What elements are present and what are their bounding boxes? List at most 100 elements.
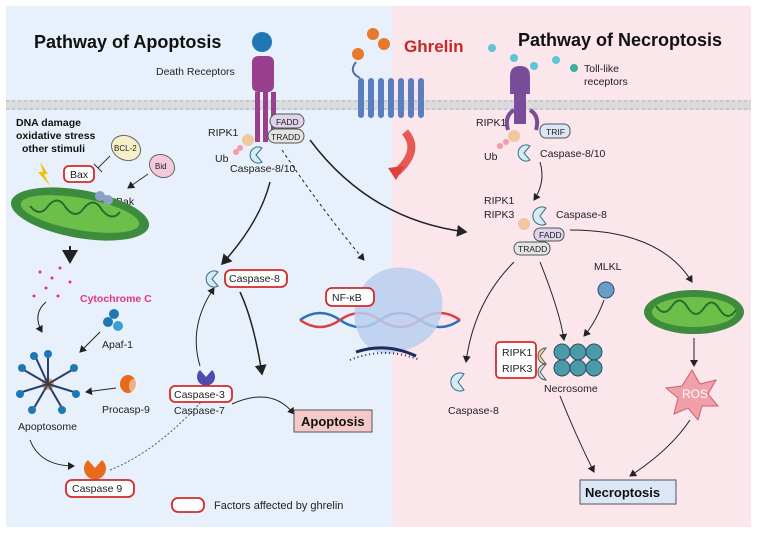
receptor-to-complex-arrow xyxy=(309,139,468,237)
complex-fadd-label: FADD xyxy=(539,230,562,240)
apoptosome-label: Apoptosome xyxy=(18,421,77,433)
cytochrome-c-label: Cytochrome C xyxy=(80,293,152,305)
mlkl-to-necrosome-arrow xyxy=(583,299,605,337)
nfkb-highlight-box xyxy=(325,287,375,307)
caspase7-label: Caspase-7 xyxy=(174,405,225,417)
complex-fadd-box xyxy=(533,227,565,242)
caspase-8-10-left-label: Caspase-8/10 xyxy=(230,163,296,175)
legend-label: Factors affected by ghrelin xyxy=(214,500,343,512)
nfkb-label: NF-κB xyxy=(332,292,362,304)
apoptosis-title: Pathway of Apoptosis xyxy=(34,32,221,52)
toll-like-receptor-icon xyxy=(488,44,560,131)
cytc-arrow xyxy=(35,301,47,333)
bid-to-bak-arrow xyxy=(127,173,149,189)
caspase9-label: Caspase 9 xyxy=(72,483,122,495)
mlkl-icon xyxy=(597,281,615,299)
caspase8-highlight-box xyxy=(224,269,288,288)
bax-label: Bax xyxy=(70,169,89,181)
casp8-to-apoptosis-arrow xyxy=(239,291,267,376)
cytochrome-dots xyxy=(32,266,72,298)
tlr-to-complex-arrow xyxy=(533,161,543,201)
death-receptors-label: Death Receptors xyxy=(156,66,235,78)
stimuli-line-1: DNA damage xyxy=(16,117,81,129)
caspase9-icon xyxy=(84,460,107,480)
ros-label: ROS xyxy=(682,387,708,401)
apoptosome-to-casp9-arrow xyxy=(29,439,75,470)
mitochondrion-right-icon xyxy=(644,290,744,334)
bax-highlight-box xyxy=(63,165,95,183)
necrosome-icon xyxy=(537,343,603,381)
complex-ripk1-label: RIPK1 xyxy=(484,195,515,207)
necroptosis-title: Pathway of Necroptosis xyxy=(518,30,722,50)
casp3-to-casp8-arrow xyxy=(195,287,215,367)
casp3-to-apoptosis-arrow xyxy=(231,396,295,415)
fadd-label: FADD xyxy=(276,117,299,127)
caspase-8-10-right-label: Caspase-8/10 xyxy=(540,148,606,160)
caspase9-highlight-box xyxy=(65,479,135,498)
apaf1-label: Apaf-1 xyxy=(102,339,133,351)
necro-ripk1-label: RIPK1 xyxy=(502,347,533,359)
stimuli-line-2: oxidative stress xyxy=(16,130,96,142)
ros-icon xyxy=(664,369,720,422)
complex-ripk3-label: RIPK3 xyxy=(484,209,515,221)
apoptosome-icon xyxy=(16,350,80,414)
tlr-label-1: Toll-like xyxy=(584,63,619,75)
complex-to-casp8-arrow xyxy=(462,261,515,363)
caspase8-10-right-icon xyxy=(517,144,531,162)
stimuli-line-3: other stimuli xyxy=(22,143,85,155)
necroptosis-box xyxy=(579,479,677,505)
legend-swatch xyxy=(171,497,205,513)
ub-left-icon xyxy=(233,149,239,155)
necrosome-label: Necrosome xyxy=(544,383,598,395)
necro-ripk-highlight-box xyxy=(495,341,537,379)
bcl2-icon xyxy=(110,134,142,162)
complex-tradd-label: TRADD xyxy=(518,244,547,254)
apoptosis-label: Apoptosis xyxy=(301,414,365,429)
necroptosis-panel xyxy=(392,6,751,527)
ghrelin-molecules xyxy=(352,28,390,60)
bcl2-inhibit-line xyxy=(97,155,111,169)
apoptosis-box xyxy=(293,409,373,433)
tradd-label: TRADD xyxy=(271,132,300,142)
necrosome-to-necroptosis-arrow xyxy=(559,395,595,473)
necroptosis-label: Necroptosis xyxy=(585,485,660,500)
nfkb-protein-icon xyxy=(349,267,443,361)
caspase3-label: Caspase-3 xyxy=(174,389,225,401)
complex-ripk-icon xyxy=(518,218,530,230)
complex-caspase8-label: Caspase-8 xyxy=(556,209,607,221)
bid-icon xyxy=(148,153,176,179)
complex-to-necrosome-arrow xyxy=(539,261,568,341)
procasp9-icon xyxy=(120,375,139,393)
caspase3-icon xyxy=(197,370,216,386)
caspase8-10-left-icon xyxy=(249,146,263,164)
complex-tradd-box xyxy=(513,241,551,256)
lightning-icon xyxy=(38,162,50,186)
ripk1-right-label: RIPK1 xyxy=(476,117,507,129)
ghrelin-title: Ghrelin xyxy=(404,37,464,56)
bid-label: Bid xyxy=(155,162,167,171)
necro-ripk3-label: RIPK3 xyxy=(502,363,533,375)
mitochondrion-left-icon xyxy=(10,187,150,241)
apoptosis-panel xyxy=(6,6,392,527)
ghrelin-effect-arrowhead xyxy=(388,166,404,180)
apaf1-arrow xyxy=(79,331,101,353)
apaf1-icon xyxy=(103,309,123,331)
complex-caspase8-icon xyxy=(532,206,547,226)
procasp9-label: Procasp-9 xyxy=(102,404,150,416)
tradd-box xyxy=(267,128,305,144)
ub-right-label: Ub xyxy=(484,151,498,163)
trif-box xyxy=(539,123,571,139)
ghrelin-receptor-icon xyxy=(351,61,424,118)
mlkl-label: MLKL xyxy=(594,261,622,273)
caspase8-bottom-label: Caspase-8 xyxy=(448,405,499,417)
ripk1-left-label: RIPK1 xyxy=(208,127,239,139)
receptor-to-casp8-arrow xyxy=(220,181,271,266)
casp9-to-casp3-arrow xyxy=(109,393,209,471)
ripk1-right-icon xyxy=(508,130,520,142)
caspase8-bottom-icon xyxy=(450,372,465,392)
trif-label: TRIF xyxy=(546,127,565,137)
caspase8-left-icon xyxy=(205,270,219,288)
ros-to-necroptosis-arrow xyxy=(629,419,691,477)
